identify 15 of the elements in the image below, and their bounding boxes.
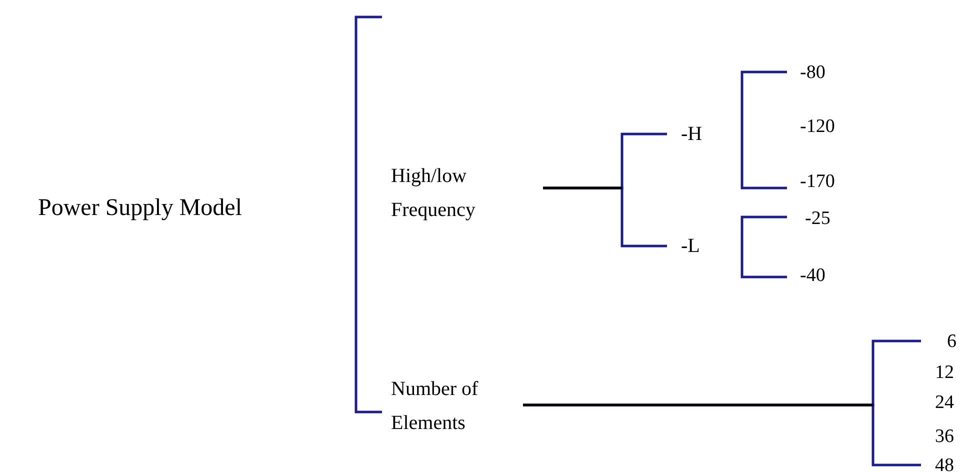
node-label: 12 — [935, 360, 954, 384]
node-label: Number of Elements — [391, 377, 480, 436]
node-label: High/low Frequency — [391, 164, 476, 223]
node-label: -80 — [800, 60, 826, 84]
node-label: -40 — [800, 264, 826, 286]
node-label: -L — [681, 234, 700, 258]
node-label: -H — [681, 122, 702, 146]
node-label: -25 — [805, 206, 830, 230]
node-label: -120 — [800, 114, 835, 138]
node-label: -170 — [800, 170, 835, 192]
node-label: 36 — [935, 424, 954, 448]
node-label: 48 — [935, 454, 954, 472]
node-label: 24 — [935, 390, 954, 414]
node-label: 6 — [947, 330, 956, 352]
node-label: Power Supply Model — [38, 194, 242, 222]
